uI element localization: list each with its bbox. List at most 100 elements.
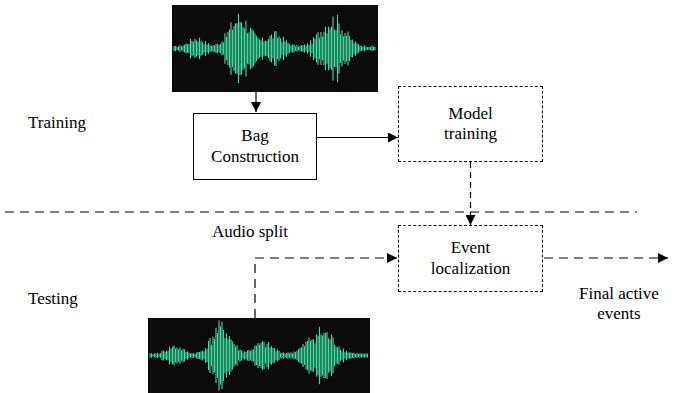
- waveform-stroke: [314, 343, 315, 367]
- waveform-stroke: [284, 353, 285, 357]
- waveform-stroke: [166, 351, 167, 361]
- waveform-stroke: [334, 30, 335, 67]
- waveform-stroke: [323, 333, 324, 378]
- waveform-stroke: [151, 353, 152, 358]
- waveform-stroke: [272, 38, 273, 58]
- separator-line: [5, 211, 637, 212]
- waveform-stroke: [208, 43, 209, 54]
- waveform-stroke: [280, 38, 281, 58]
- waveform-stroke: [230, 22, 231, 75]
- waveform-stroke: [280, 353, 281, 358]
- waveform-stroke: [254, 33, 255, 63]
- waveform-stroke: [298, 349, 299, 362]
- waveform-stroke: [211, 46, 212, 51]
- waveform-stroke: [221, 41, 222, 55]
- waveform-stroke: [266, 344, 267, 368]
- waveform-stroke: [253, 31, 254, 67]
- waveform-stroke: [242, 27, 243, 70]
- output-arrow: [544, 257, 668, 258]
- waveform-stroke: [329, 28, 330, 68]
- waveform-stroke: [326, 332, 327, 379]
- waveform-stroke: [229, 29, 230, 67]
- waveform-stroke: [298, 47, 299, 51]
- waveform-stroke: [289, 44, 290, 53]
- waveform-stroke: [244, 29, 245, 69]
- waveform-stroke: [206, 349, 207, 362]
- waveform-stroke: [290, 352, 291, 358]
- waveform-stroke: [328, 338, 329, 373]
- waveform-stroke: [170, 349, 171, 362]
- waveform-stroke: [346, 351, 347, 361]
- waveform-stroke: [212, 337, 213, 374]
- waveform-stroke: [350, 40, 351, 57]
- waveform-stroke: [352, 40, 353, 58]
- arrow-label: Audio split: [190, 222, 310, 242]
- waveform-stroke: [199, 38, 200, 60]
- waveform-stroke: [199, 352, 200, 359]
- waveform-stroke: [319, 38, 320, 59]
- waveform-stroke: [233, 26, 234, 71]
- waveform-stroke: [302, 344, 303, 367]
- waveform-stroke: [278, 36, 279, 60]
- waveform-stroke: [337, 15, 338, 82]
- waveform-stroke: [310, 40, 311, 56]
- waveform-stroke: [283, 37, 284, 60]
- waveform-stroke: [181, 350, 182, 360]
- waveform-stroke: [215, 328, 216, 383]
- waveform-stroke: [314, 39, 315, 59]
- waveform-stroke: [359, 46, 360, 52]
- waveform-stroke: [349, 36, 350, 61]
- waveform-stroke: [161, 351, 162, 360]
- waveform-stroke: [361, 46, 362, 51]
- waveform-stroke: [328, 27, 329, 71]
- waveform-stroke: [227, 339, 228, 371]
- waveform-stroke: [265, 347, 266, 363]
- waveform-stroke: [184, 45, 185, 53]
- waveform-stroke: [296, 45, 297, 52]
- waveform-stroke: [308, 45, 309, 52]
- waveform-stroke: [331, 27, 332, 71]
- waveform-stroke: [191, 41, 192, 56]
- node-label: Event localization: [421, 238, 521, 279]
- waveform-stroke: [196, 40, 197, 56]
- waveform-stroke: [188, 353, 189, 358]
- waveform-stroke: [334, 345, 335, 366]
- waveform-stroke: [238, 14, 239, 83]
- waveform-stroke: [226, 37, 227, 60]
- waveform-stroke: [262, 37, 263, 59]
- waveform-stroke: [364, 353, 365, 357]
- waveform-stroke: [220, 44, 221, 53]
- waveform-stroke: [356, 353, 357, 358]
- waveform-stroke: [248, 33, 249, 65]
- waveform-stroke: [163, 350, 164, 360]
- waveform-stroke: [179, 348, 180, 364]
- waveform-stroke: [281, 353, 282, 359]
- waveform-stroke: [284, 41, 285, 55]
- waveform-stroke: [253, 350, 254, 362]
- waveform-stroke: [374, 47, 375, 51]
- waveform-stroke: [286, 353, 287, 358]
- waveform-stroke: [367, 353, 368, 357]
- waveform-stroke: [250, 351, 251, 360]
- waveform-stroke: [251, 29, 252, 68]
- waveform-stroke: [311, 339, 312, 371]
- waveform-stroke: [167, 351, 168, 361]
- waveform-stroke: [320, 32, 321, 65]
- waveform-stroke: [178, 46, 179, 50]
- waveform-stroke: [362, 354, 363, 357]
- waveform-stroke: [292, 44, 293, 52]
- waveform-stroke: [235, 347, 236, 365]
- waveform-stroke: [275, 31, 276, 66]
- waveform-stroke: [320, 334, 321, 377]
- waveform-stroke: [355, 41, 356, 55]
- waveform-stroke: [344, 33, 345, 64]
- waveform-stroke: [203, 44, 204, 53]
- waveform-stroke: [293, 352, 294, 360]
- waveform-stroke: [212, 45, 213, 52]
- waveform-stroke: [224, 33, 225, 63]
- flow-arrow: [470, 162, 471, 225]
- waveform-stroke: [190, 39, 191, 59]
- waveform-stroke: [362, 47, 363, 51]
- waveform-stroke: [271, 34, 272, 62]
- output-label: Final active events: [562, 284, 676, 325]
